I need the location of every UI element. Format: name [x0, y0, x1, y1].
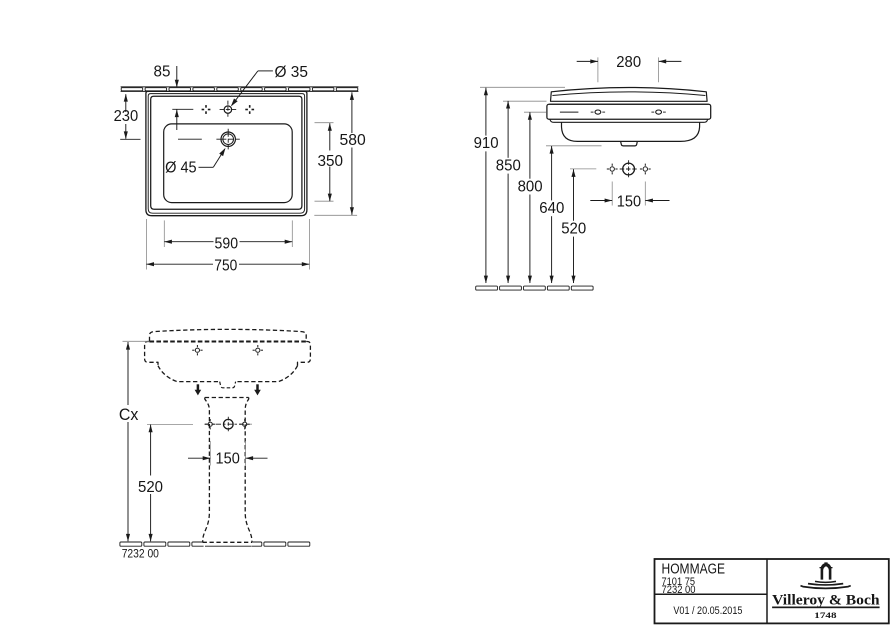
svg-text:800: 800: [518, 178, 543, 195]
svg-text:750: 750: [214, 257, 237, 274]
svg-text:Ø 45: Ø 45: [165, 159, 197, 176]
svg-text:850: 850: [496, 157, 521, 174]
svg-text:590: 590: [215, 235, 239, 252]
svg-text:V01 / 20.05.2015: V01 / 20.05.2015: [673, 605, 742, 617]
svg-text:1748: 1748: [814, 611, 836, 620]
svg-text:150: 150: [617, 193, 641, 210]
svg-text:910: 910: [474, 135, 499, 152]
svg-text:Villeroy & Boch: Villeroy & Boch: [772, 592, 880, 609]
svg-text:150: 150: [216, 451, 240, 468]
svg-text:85: 85: [154, 64, 171, 81]
svg-text:Cx: Cx: [119, 406, 139, 424]
svg-text:7232 00: 7232 00: [662, 584, 696, 596]
svg-text:580: 580: [340, 132, 366, 149]
svg-text:Ø 35: Ø 35: [274, 64, 308, 81]
svg-text:350: 350: [318, 153, 344, 170]
svg-text:HOMMAGE: HOMMAGE: [662, 561, 726, 577]
svg-text:520: 520: [561, 220, 586, 237]
svg-text:7232 00: 7232 00: [122, 546, 159, 560]
svg-text:280: 280: [616, 54, 641, 71]
svg-text:520: 520: [138, 479, 163, 496]
svg-text:640: 640: [539, 200, 564, 217]
svg-text:7101 75: 7101 75: [662, 576, 696, 588]
svg-text:230: 230: [114, 108, 139, 125]
